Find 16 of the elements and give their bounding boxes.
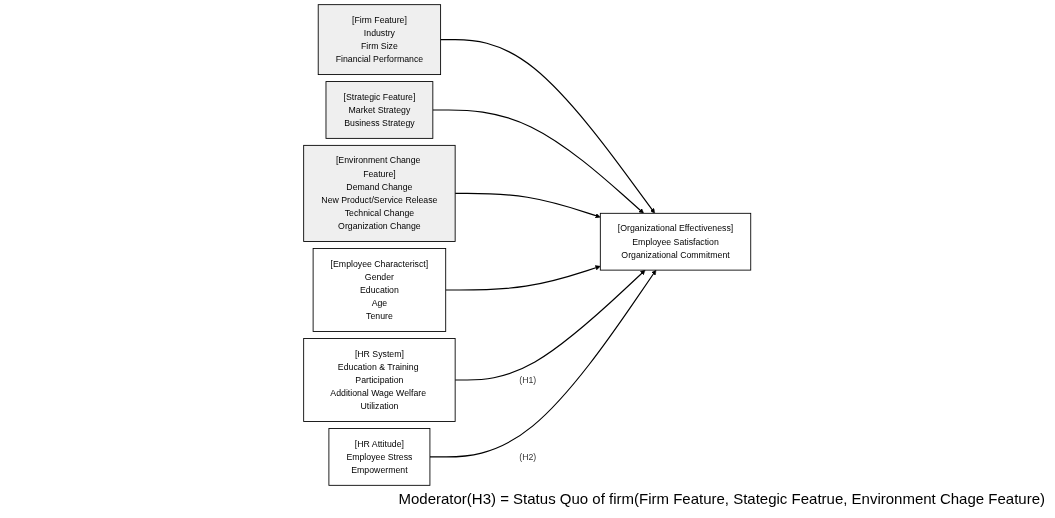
arrow <box>440 39 656 214</box>
node-box: [Employee Characterisct] Gender Education Age Tenure <box>312 248 447 332</box>
arrow <box>454 192 601 219</box>
node-box: [HR System] Education & Training Participation Additional Wage Welfare Utilization <box>303 338 456 422</box>
arrow <box>432 109 645 214</box>
arrow <box>454 269 646 381</box>
node-box: [Organizational Effectiveness] Employee Satisfaction Organizational Commitment <box>600 212 752 271</box>
node-box: [Firm Feature] Industry Firm Size Financial Performance <box>318 4 442 75</box>
note-text: Moderator(H3) = Status Quo of firm(Firm Feature, Stategic Featrue, Environment Chage Feature) <box>397 490 1045 507</box>
node-box: [HR Attitude] Employee Stress Empowerment <box>328 428 431 486</box>
node-box: [Strategic Feature] Market Strategy Business Strategy <box>325 81 434 139</box>
arrow <box>445 265 601 291</box>
edge-label: (H1) <box>519 374 537 385</box>
node-box: [Environment Change Feature] Demand Change New Product/Service Release Technical Change Organization Change <box>303 144 456 242</box>
edge-label: (H2) <box>519 451 537 462</box>
arrow <box>429 269 657 458</box>
